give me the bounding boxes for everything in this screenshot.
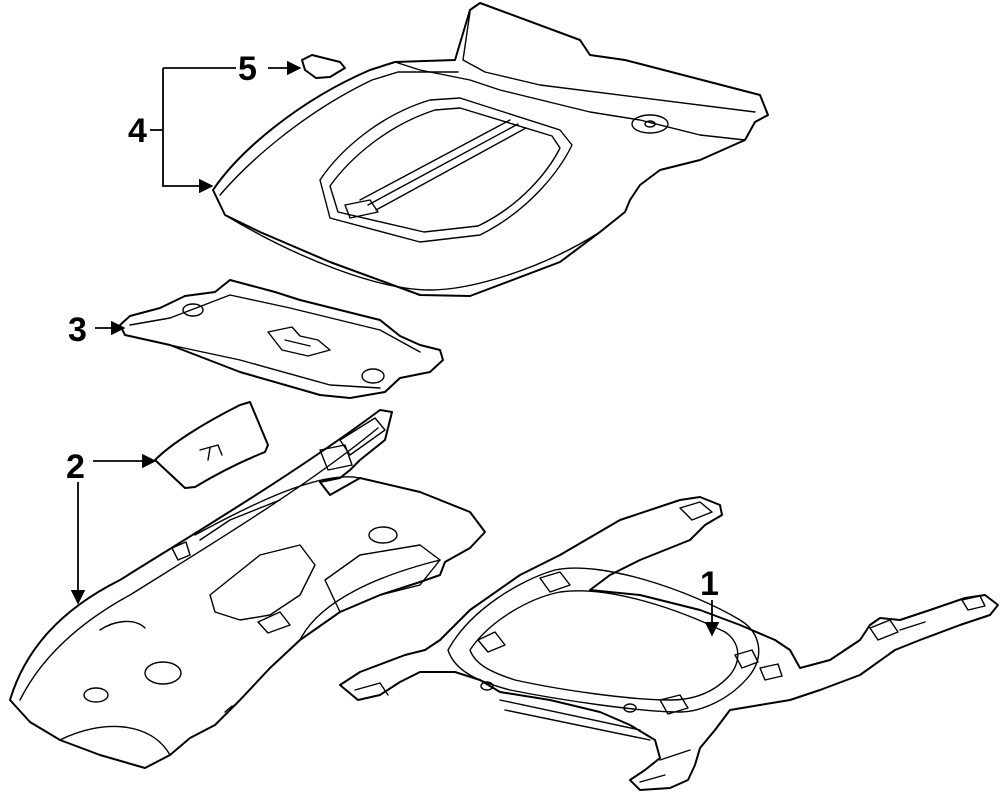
callout-2: 2 xyxy=(66,448,85,486)
support-frame-part-1 xyxy=(339,496,999,791)
callout-labels: 1 2 3 4 5 xyxy=(66,50,719,603)
dash-panel-part-2 xyxy=(9,409,486,769)
callout-1: 1 xyxy=(700,565,719,603)
callout-5: 5 xyxy=(238,50,257,88)
insulator-pad-part-2 xyxy=(154,401,269,489)
engine-cover-part-4 xyxy=(212,2,769,297)
callout-4: 4 xyxy=(128,112,147,150)
cowl-panel-part-3 xyxy=(119,279,444,399)
emblem-part-5 xyxy=(301,54,346,79)
callout-3: 3 xyxy=(68,311,87,349)
leader-lines xyxy=(70,60,720,637)
leader-4-bottom xyxy=(162,68,214,194)
